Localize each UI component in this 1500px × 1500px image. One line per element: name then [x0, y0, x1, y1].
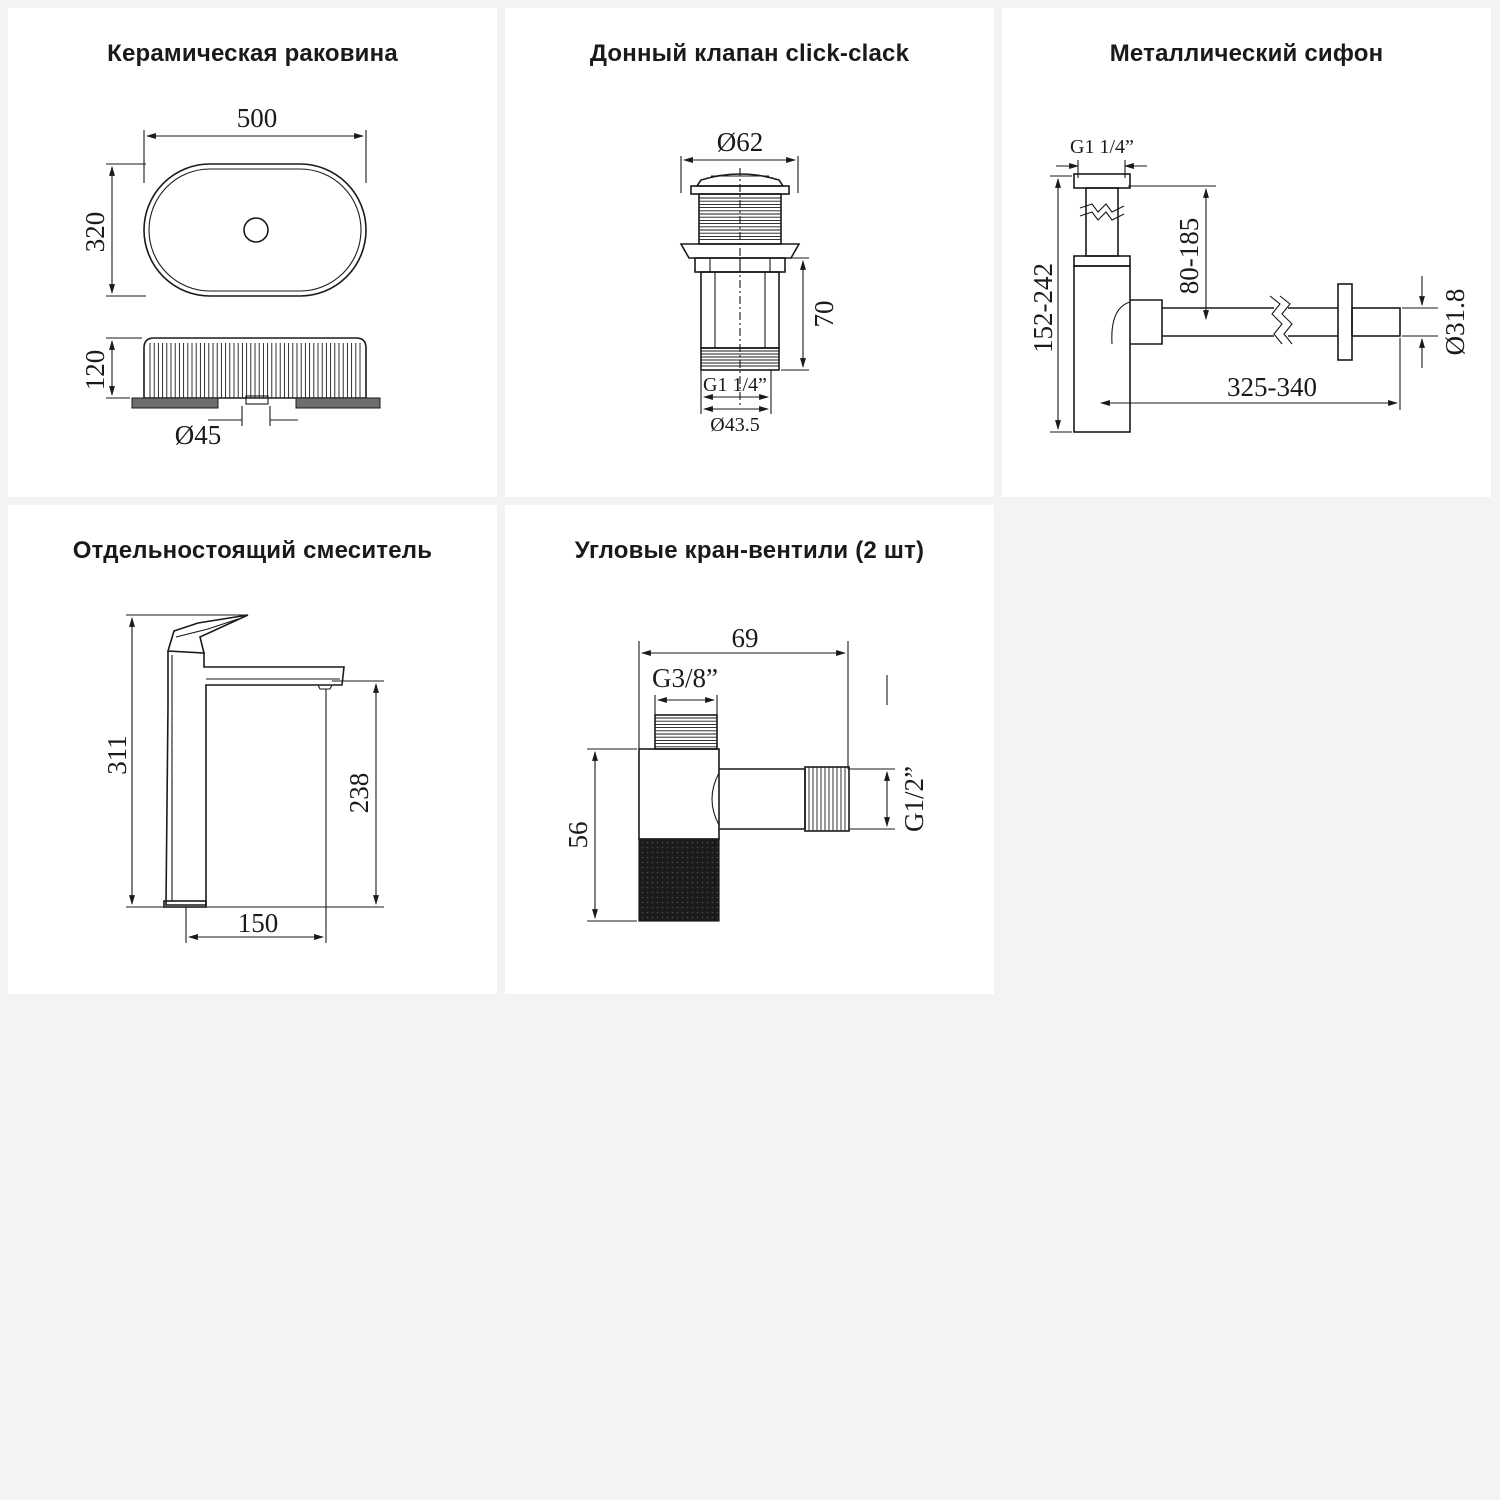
dim-depth: 320: [80, 212, 110, 253]
dim-length: 325-340: [1227, 372, 1317, 402]
dim-outlet-thread: G1/2”: [899, 766, 929, 832]
sink-side-view: [131, 337, 381, 409]
siphon-drawing: G1 1/4”: [1028, 136, 1470, 433]
siphon-body: [1073, 173, 1401, 433]
card-ceramic-sink: Керамическая раковина 500 320 120: [8, 8, 497, 497]
dim-height: 56: [563, 822, 593, 849]
valve-body: [638, 714, 850, 922]
card-title: Угловые кран-вентили (2 шт): [574, 537, 925, 564]
dim-inlet: 80-185: [1174, 218, 1204, 295]
knurled-handle: [638, 838, 720, 922]
dim-inlet-thread: G3/8”: [652, 663, 718, 693]
dim-height: 311: [102, 735, 132, 775]
dim-drain: Ø45: [175, 420, 222, 450]
dim-body: Ø43.5: [710, 414, 759, 436]
card-title: Керамическая раковина: [107, 40, 398, 67]
dim-outlet: Ø31.8: [1440, 289, 1470, 356]
dim-cap: Ø62: [717, 127, 764, 157]
card-angle-valves: Угловые кран-вентили (2 шт) 69 G3/8” G: [505, 505, 994, 994]
dim-reach: 150: [238, 908, 279, 938]
card-title: Донный клапан click-clack: [589, 40, 910, 67]
card-click-clack-valve: Донный клапан click-clack Ø62: [505, 8, 994, 497]
valve-drawing: Ø62 70: [679, 127, 839, 436]
dim-thread: G1 1/4”: [1070, 136, 1134, 158]
sink-top-view: [143, 163, 367, 297]
dim-width: 500: [237, 103, 278, 133]
card-title: Отдельностоящий смеситель: [72, 537, 433, 564]
dim-length: 69: [732, 623, 759, 653]
card-freestanding-mixer: Отдельностоящий смеситель 311 238 150: [8, 505, 497, 994]
sink-drawing: 500 320 120 Ø45: [80, 103, 381, 450]
card-metal-siphon: Металлический сифон G1 1/4”: [1002, 8, 1491, 497]
card-title: Металлический сифон: [1109, 40, 1384, 67]
mixer-drawing: 311 238 150: [102, 614, 384, 943]
mixer-body: [163, 614, 345, 908]
drain-hole: [243, 217, 269, 243]
dim-height: 120: [80, 350, 110, 391]
valve-body: [679, 168, 801, 408]
dim-spout-height: 238: [344, 773, 374, 814]
dim-height: 152-242: [1028, 263, 1058, 353]
dim-height: 70: [809, 301, 839, 328]
dim-thread: G1 1/4”: [703, 374, 767, 396]
angle-valve-drawing: 69 G3/8” G1/2” 56: [563, 623, 929, 922]
